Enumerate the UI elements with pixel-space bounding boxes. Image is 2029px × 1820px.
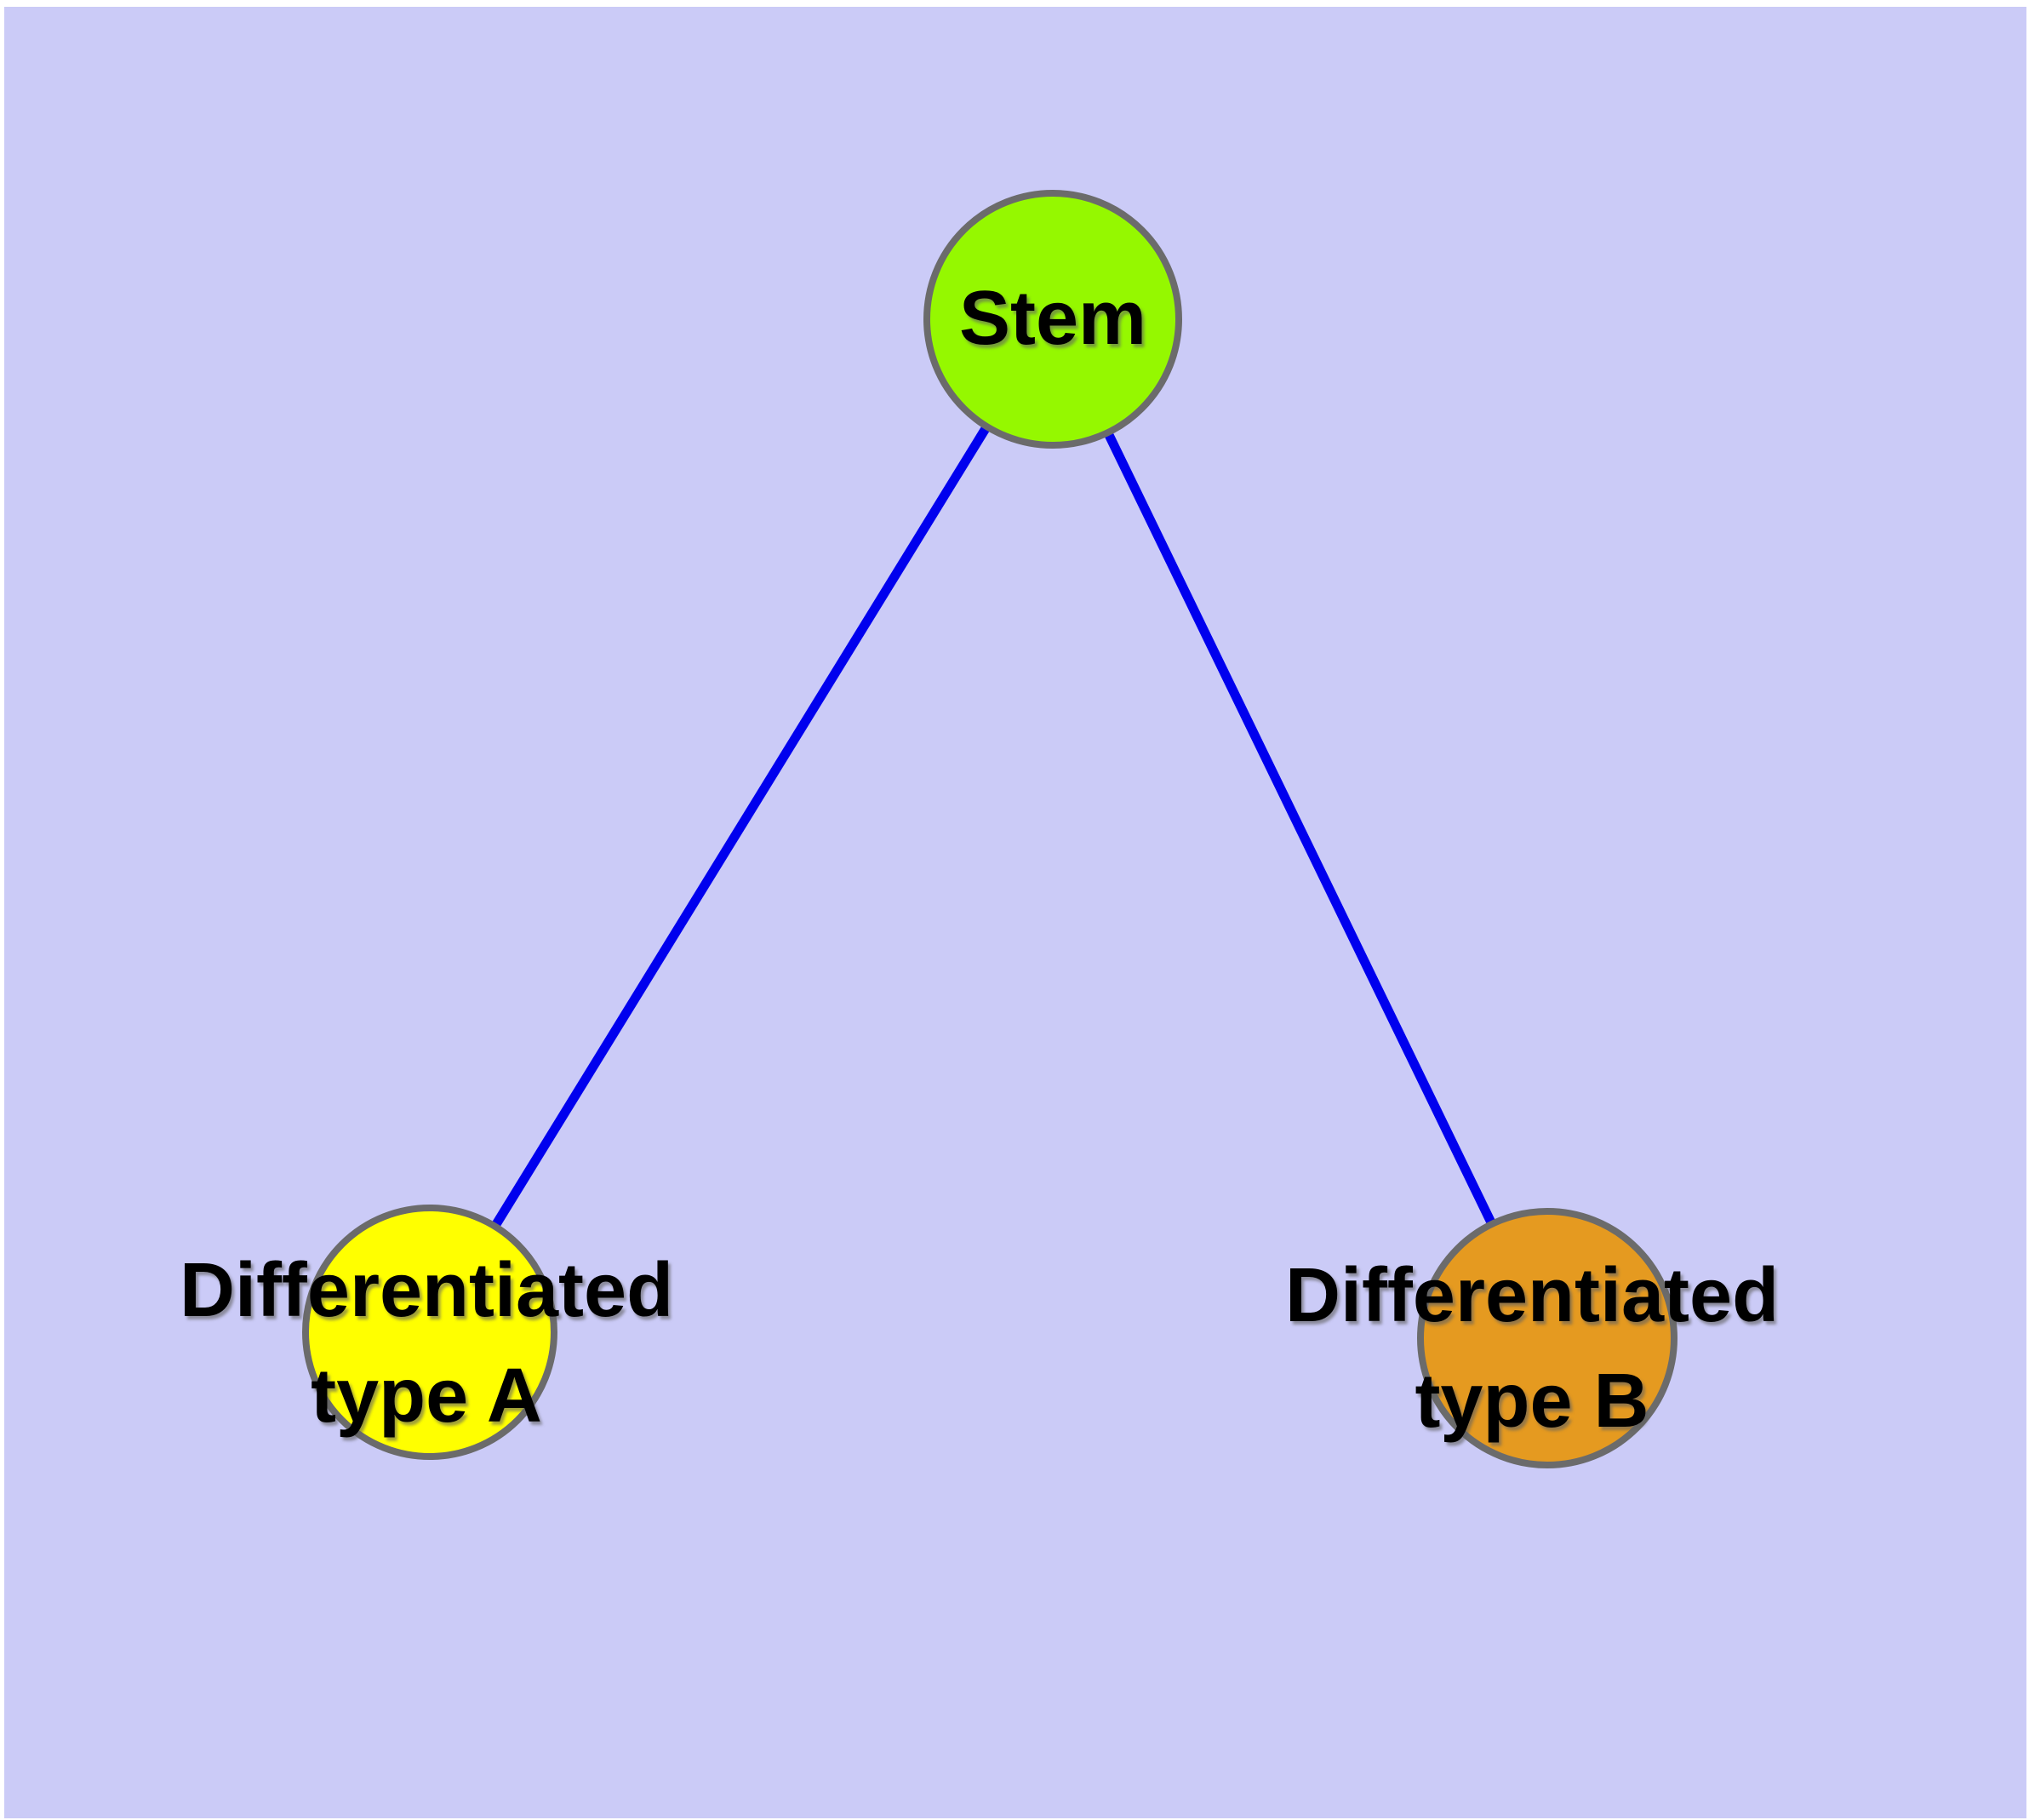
graph-plot-area: Stem Differentiated type A Differentiate… [4,7,2026,1818]
edge-stem-to-type-b [1049,317,1552,1341]
node-differentiated-type-b [1417,1208,1677,1468]
node-stem [923,190,1182,449]
node-differentiated-type-a [302,1205,557,1460]
edge-stem-to-type-a [426,317,1057,1335]
